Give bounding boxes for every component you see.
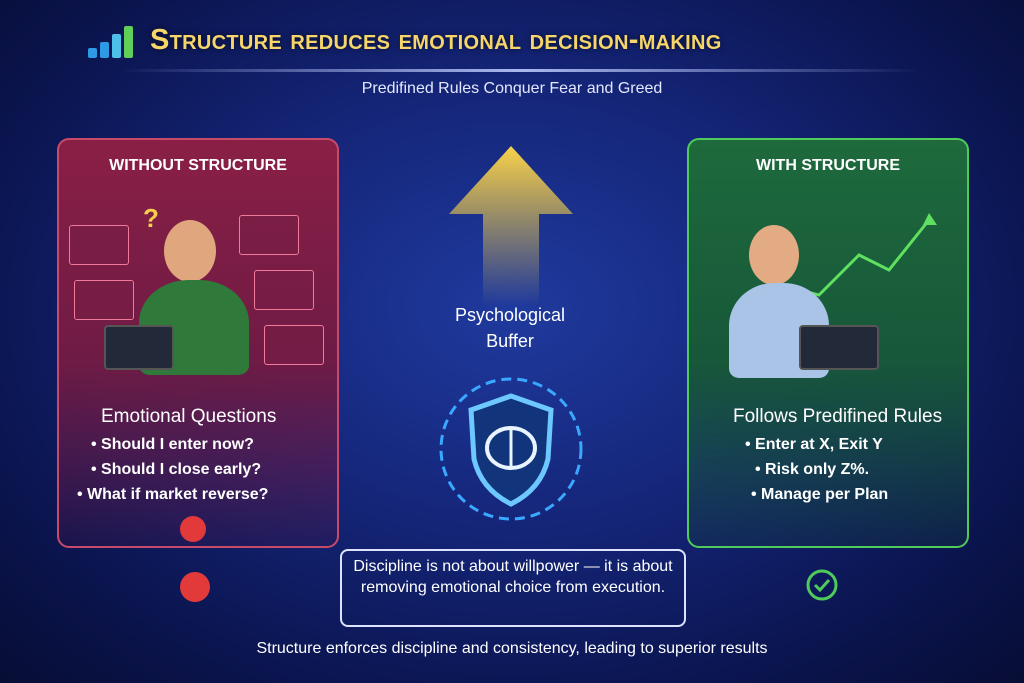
questions-heading: Emotional Questions [101, 406, 277, 427]
person-head [164, 220, 216, 282]
list-item: • Manage per Plan [751, 486, 889, 503]
laptop-icon [104, 325, 174, 370]
buffer-label-line: Buffer [486, 331, 534, 351]
predefined-rules: Follows Predifined Rules • Enter at X, E… [733, 406, 942, 507]
chart-window-icon [264, 325, 324, 365]
list-item: • Risk only Z%. [755, 461, 870, 478]
list-item: • Should I enter now? [91, 436, 254, 453]
buffer-label-line: Psychological [454, 305, 566, 325]
check-circle-icon [806, 569, 838, 601]
without-structure-panel: WITHOUT STRUCTURE ? Emotional Questions … [57, 138, 339, 548]
footer-caption: Structure enforces discipline and consis… [256, 640, 768, 657]
page-subtitle: Predifined Rules Conquer Fear and Greed [361, 80, 663, 97]
with-structure-panel: WITH STRUCTURE Follows Predifined Rules … [687, 138, 969, 548]
chart-window-icon [74, 280, 134, 320]
list-item: • Enter at X, Exit Y [745, 436, 883, 453]
confident-trader-illustration [699, 195, 959, 385]
up-arrow-icon [449, 146, 573, 306]
chart-window-icon [239, 215, 299, 255]
chart-window-icon [69, 225, 129, 265]
signal-bars-logo-icon [88, 24, 138, 58]
panel-title: WITH STRUCTURE [756, 157, 900, 174]
stressed-trader-illustration: ? [69, 195, 329, 385]
title-divider [120, 69, 920, 72]
sad-face-icon [180, 572, 210, 602]
rules-heading: Follows Predifined Rules [733, 406, 943, 427]
chart-window-icon [254, 270, 314, 310]
emotional-questions: Emotional Questions • Should I enter now… [77, 406, 276, 507]
neutral-face-icon [180, 516, 206, 542]
question-mark-icon: ? [143, 203, 159, 233]
list-item: • What if market reverse? [77, 486, 269, 503]
panel-title: WITHOUT STRUCTURE [109, 157, 287, 174]
list-item: • Should I close early? [91, 461, 262, 478]
discipline-quote-box: Discipline is not about willpower — it i… [340, 549, 686, 627]
person-head [749, 225, 799, 285]
page-title: Structure reduces emotional decision-mak… [150, 24, 722, 56]
brain-shield-icon [439, 377, 583, 521]
psychological-buffer-label: Psychological Buffer [400, 302, 620, 354]
laptop-icon [799, 325, 879, 370]
